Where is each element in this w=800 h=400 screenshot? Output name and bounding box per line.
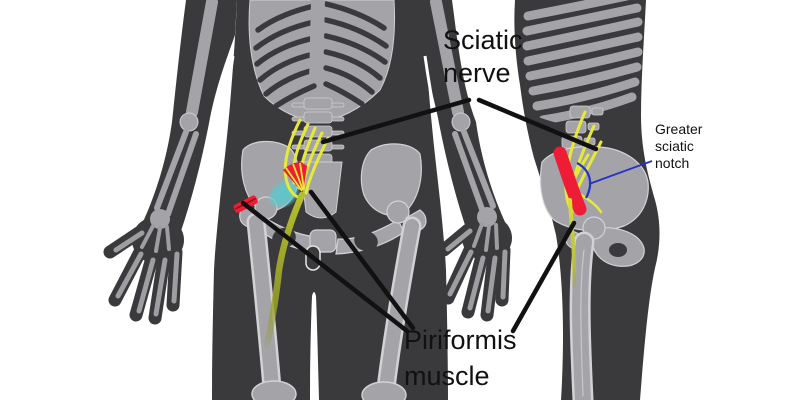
label-sciatic-line1: Sciatic	[443, 25, 523, 55]
side-femur	[569, 231, 595, 400]
arm-bones	[150, 0, 497, 229]
rib-gaps	[253, 1, 389, 109]
greater-sciatic-notch-arc	[576, 162, 592, 199]
side-pelvis	[539, 145, 649, 267]
piriformis-muscle-front	[283, 162, 307, 193]
front-figure	[103, 0, 512, 400]
label-notch-line1: Greater	[655, 121, 703, 137]
side-ribs	[522, 0, 643, 125]
label-piriformis-line2: muscle	[404, 361, 490, 391]
piriformis-teal-highlight-front	[267, 179, 301, 209]
leader-lines-black	[240, 97, 599, 334]
notch-annotation-blue	[576, 160, 653, 199]
leader-piriformis-to-side-muscle	[510, 220, 577, 334]
leader-sciatic-to-side	[476, 97, 599, 152]
armpit-separations	[201, 55, 457, 206]
label-piriformis-muscle: Piriformis muscle	[404, 322, 517, 394]
leader-piriformis-to-front-muscle	[308, 189, 416, 331]
hand-bones	[113, 222, 508, 317]
side-obturator	[609, 243, 627, 257]
leader-piriformis-to-hip-patch	[240, 200, 410, 334]
label-sciatic-line2: nerve	[443, 58, 511, 88]
leader-sciatic-to-front	[320, 97, 472, 145]
leader-notch-line	[588, 160, 653, 185]
label-greater-sciatic-notch: Greater sciatic notch	[655, 121, 702, 172]
annotation-lines	[240, 97, 653, 334]
side-figure	[514, 0, 660, 400]
piriformis-muscle-side	[553, 146, 587, 216]
sciatic-nerve-trunk-front	[263, 191, 306, 350]
sciatic-nerve-trunk-side	[568, 198, 577, 288]
sternum	[309, 0, 325, 83]
label-sciatic-nerve: Sciatic nerve	[443, 24, 523, 90]
label-notch-line2: sciatic	[655, 138, 694, 154]
label-notch-line3: notch	[655, 155, 690, 171]
label-piriformis-line1: Piriformis	[404, 325, 517, 355]
front-overlays	[233, 118, 330, 350]
